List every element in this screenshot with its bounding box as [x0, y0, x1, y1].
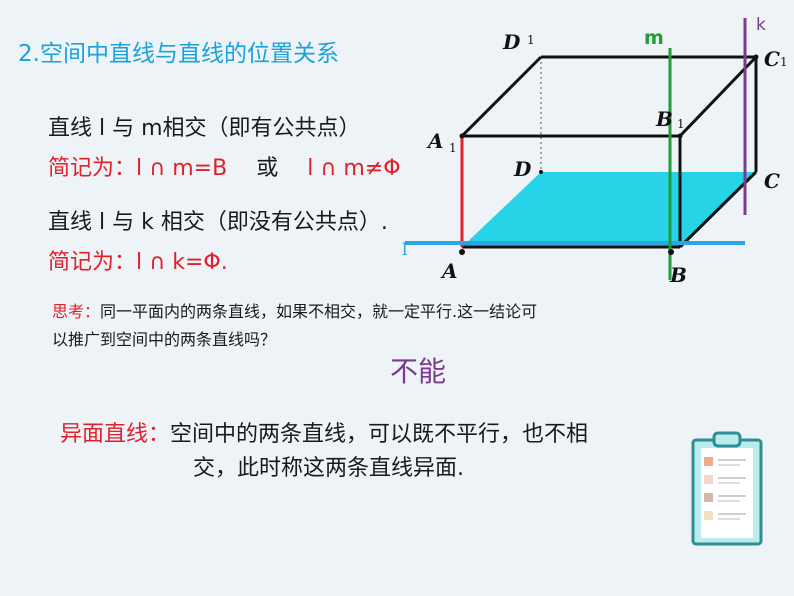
label-c1: C	[764, 47, 780, 71]
question-line2: 以推广到空间中的两条直线吗？	[52, 330, 277, 349]
point-a1	[459, 133, 465, 139]
definition: 异面直线：空间中的两条直线，可以既不平行，也不相 交，此时称这两条直线异面.	[60, 418, 588, 486]
note-label-2: 简记为：	[48, 250, 137, 275]
note-alt-formula: l ∩ m≠Φ	[307, 156, 401, 181]
label-d: D	[513, 157, 532, 181]
relation-disjoint-note: 简记为：l ∩ k=Φ.	[48, 244, 228, 276]
definition-term: 异面直线：	[60, 422, 171, 447]
point-a	[459, 249, 465, 255]
label-b1: B	[655, 107, 673, 131]
label-d1-sub: 1	[527, 33, 535, 47]
edge-c1b1	[678, 55, 758, 138]
label-d1: D	[502, 30, 521, 54]
question-label: 思考：	[52, 302, 101, 321]
label-l: l	[402, 240, 407, 260]
clipboard-icon	[691, 431, 763, 546]
plane-abcd	[462, 172, 756, 247]
label-a: A	[440, 259, 458, 283]
relation-disjoint: 直线 l 与 k 相交（即没有公共点）.	[48, 210, 388, 235]
relation-intersect-note: 简记为：l ∩ m=B 或 l ∩ m≠Φ	[48, 150, 401, 182]
label-a1-sub: 1	[449, 141, 457, 155]
label-a1: A	[426, 129, 444, 153]
definition-line1: 空间中的两条直线，可以既不平行，也不相	[170, 422, 589, 447]
page-title: 2.空间中直线与直线的位置关系	[18, 41, 339, 67]
note-formula-2: l ∩ k=Φ.	[136, 250, 228, 275]
label-c: C	[764, 169, 780, 193]
note-label: 简记为：	[48, 156, 137, 181]
note-or: 或	[256, 156, 279, 181]
label-b: B	[669, 263, 687, 287]
note-formula: l ∩ m=B	[136, 156, 228, 181]
point-c1	[753, 54, 759, 60]
label-m: m	[644, 27, 664, 49]
point-b	[668, 249, 674, 255]
edge-d1a1	[460, 55, 543, 138]
point-b1	[677, 133, 683, 139]
label-c1-sub: 1	[780, 55, 788, 69]
label-b1-sub: 1	[677, 117, 685, 131]
definition-line2: 交，此时称这两条直线异面.	[193, 456, 464, 481]
point-d	[539, 170, 543, 174]
answer: 不能	[390, 355, 447, 388]
relation-intersect: 直线 l 与 m相交（即有公共点）	[48, 116, 361, 141]
label-k: k	[756, 15, 766, 35]
edge-cb	[678, 170, 758, 249]
question: 思考：同一平面内的两条直线，如果不相交，就一定平行.这一结论可 以推广到空间中的…	[52, 298, 537, 354]
question-line1: 同一平面内的两条直线，如果不相交，就一定平行.这一结论可	[100, 302, 538, 321]
